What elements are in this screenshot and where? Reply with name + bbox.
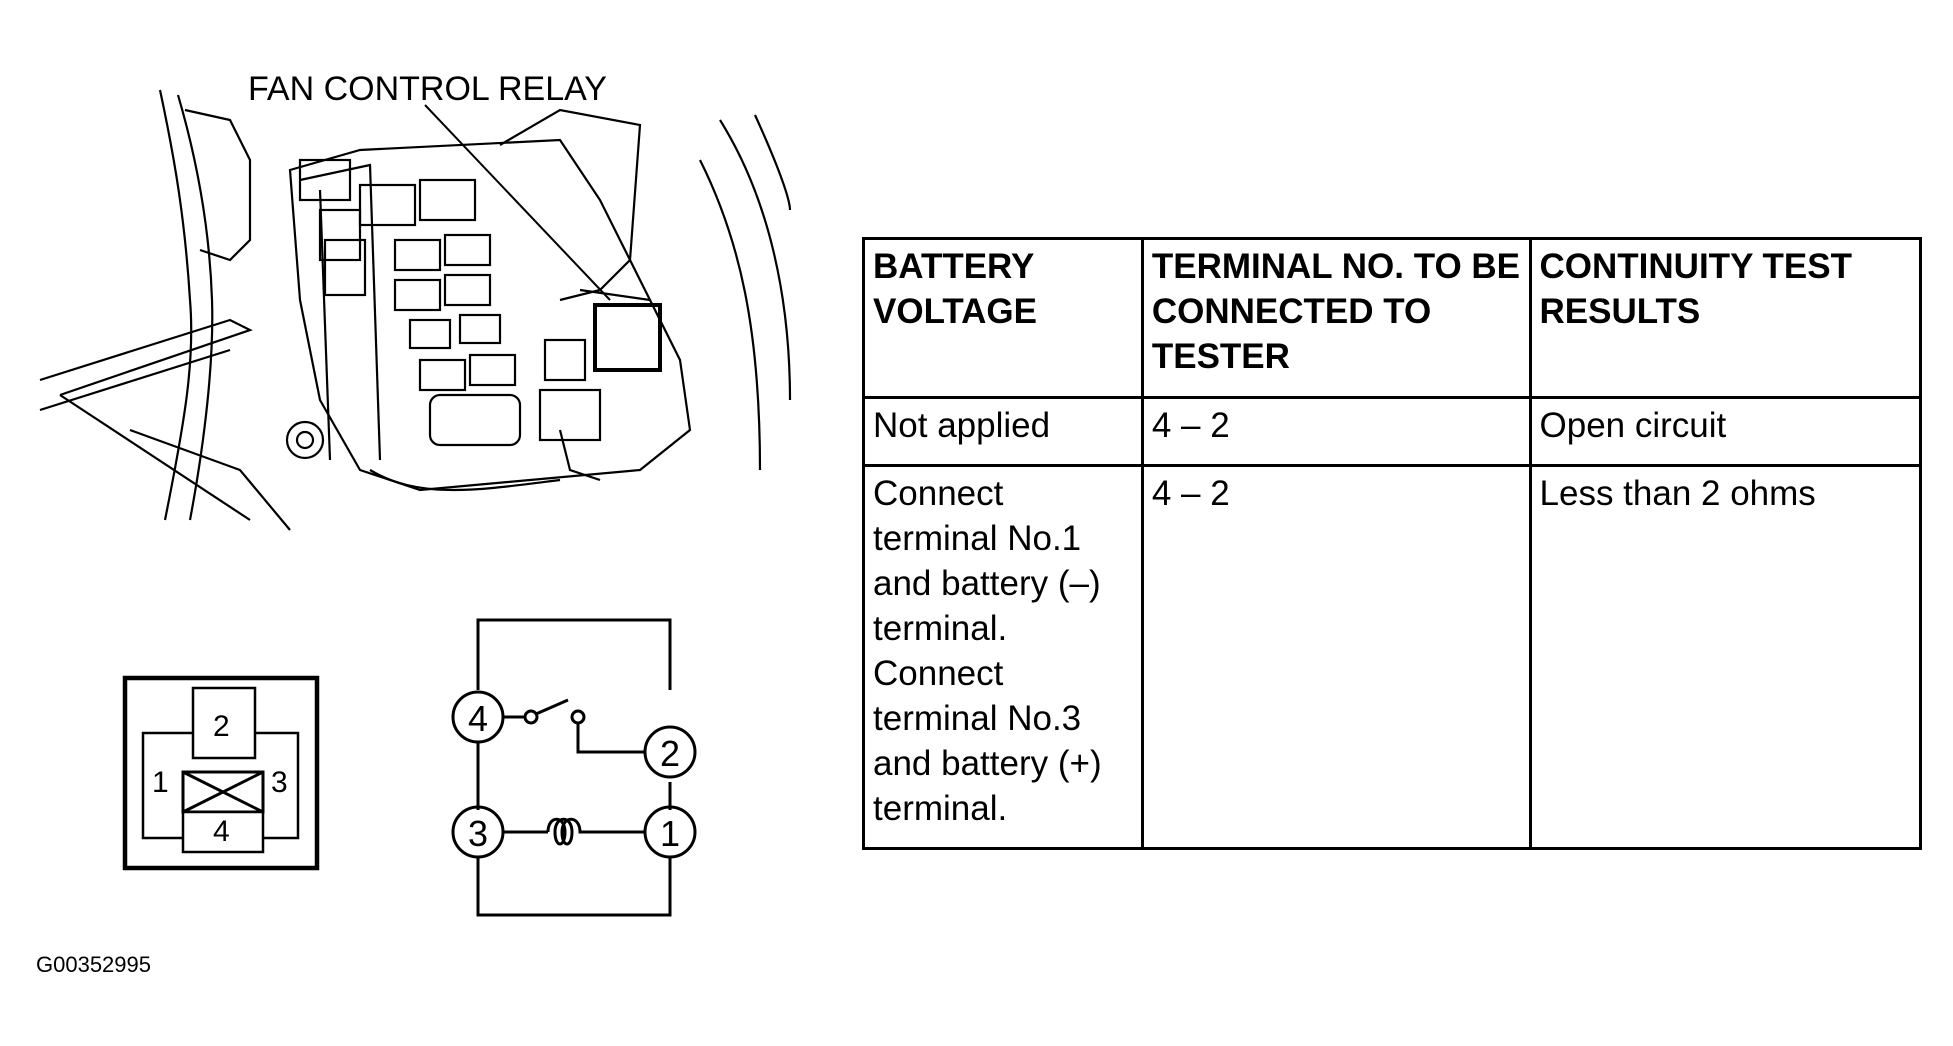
table-row: Connect terminal No.1 and battery (–) te…	[862, 464, 1923, 850]
circuit-terminal-1-label: 1	[660, 813, 681, 854]
cell-continuity-result: Open circuit	[1528, 396, 1923, 467]
header-terminal-no: TERMINAL NO. TO BE CONNECTED TO TESTER	[1140, 237, 1532, 399]
cell-terminal-no: 4 – 2	[1140, 464, 1532, 850]
header-continuity-results: CONTINUITY TEST RESULTS	[1528, 237, 1923, 399]
connector-pin-3-label: 3	[271, 766, 288, 799]
connector-pin-4-label: 4	[213, 815, 230, 848]
relay-callout-label: FAN CONTROL RELAY	[248, 70, 607, 108]
figure-id: G00352995	[36, 952, 151, 977]
continuity-test-table: BATTERY VOLTAGE TERMINAL NO. TO BE CONNE…	[862, 237, 1923, 850]
circuit-terminal-3-label: 3	[468, 813, 489, 854]
circuit-terminal-4-label: 4	[468, 698, 489, 739]
cell-battery-voltage: Not applied	[862, 396, 1144, 467]
header-battery-voltage: BATTERY VOLTAGE	[862, 237, 1144, 399]
table-header-row: BATTERY VOLTAGE TERMINAL NO. TO BE CONNE…	[862, 237, 1923, 399]
cell-terminal-no: 4 – 2	[1140, 396, 1532, 467]
table-row: Not applied 4 – 2 Open circuit	[862, 396, 1923, 467]
connector-pin-2-label: 2	[213, 710, 230, 743]
cell-battery-voltage: Connect terminal No.1 and battery (–) te…	[862, 464, 1144, 850]
circuit-terminal-2-label: 2	[660, 733, 681, 774]
cell-continuity-result: Less than 2 ohms	[1528, 464, 1923, 850]
connector-pin-1-label: 1	[152, 766, 169, 799]
